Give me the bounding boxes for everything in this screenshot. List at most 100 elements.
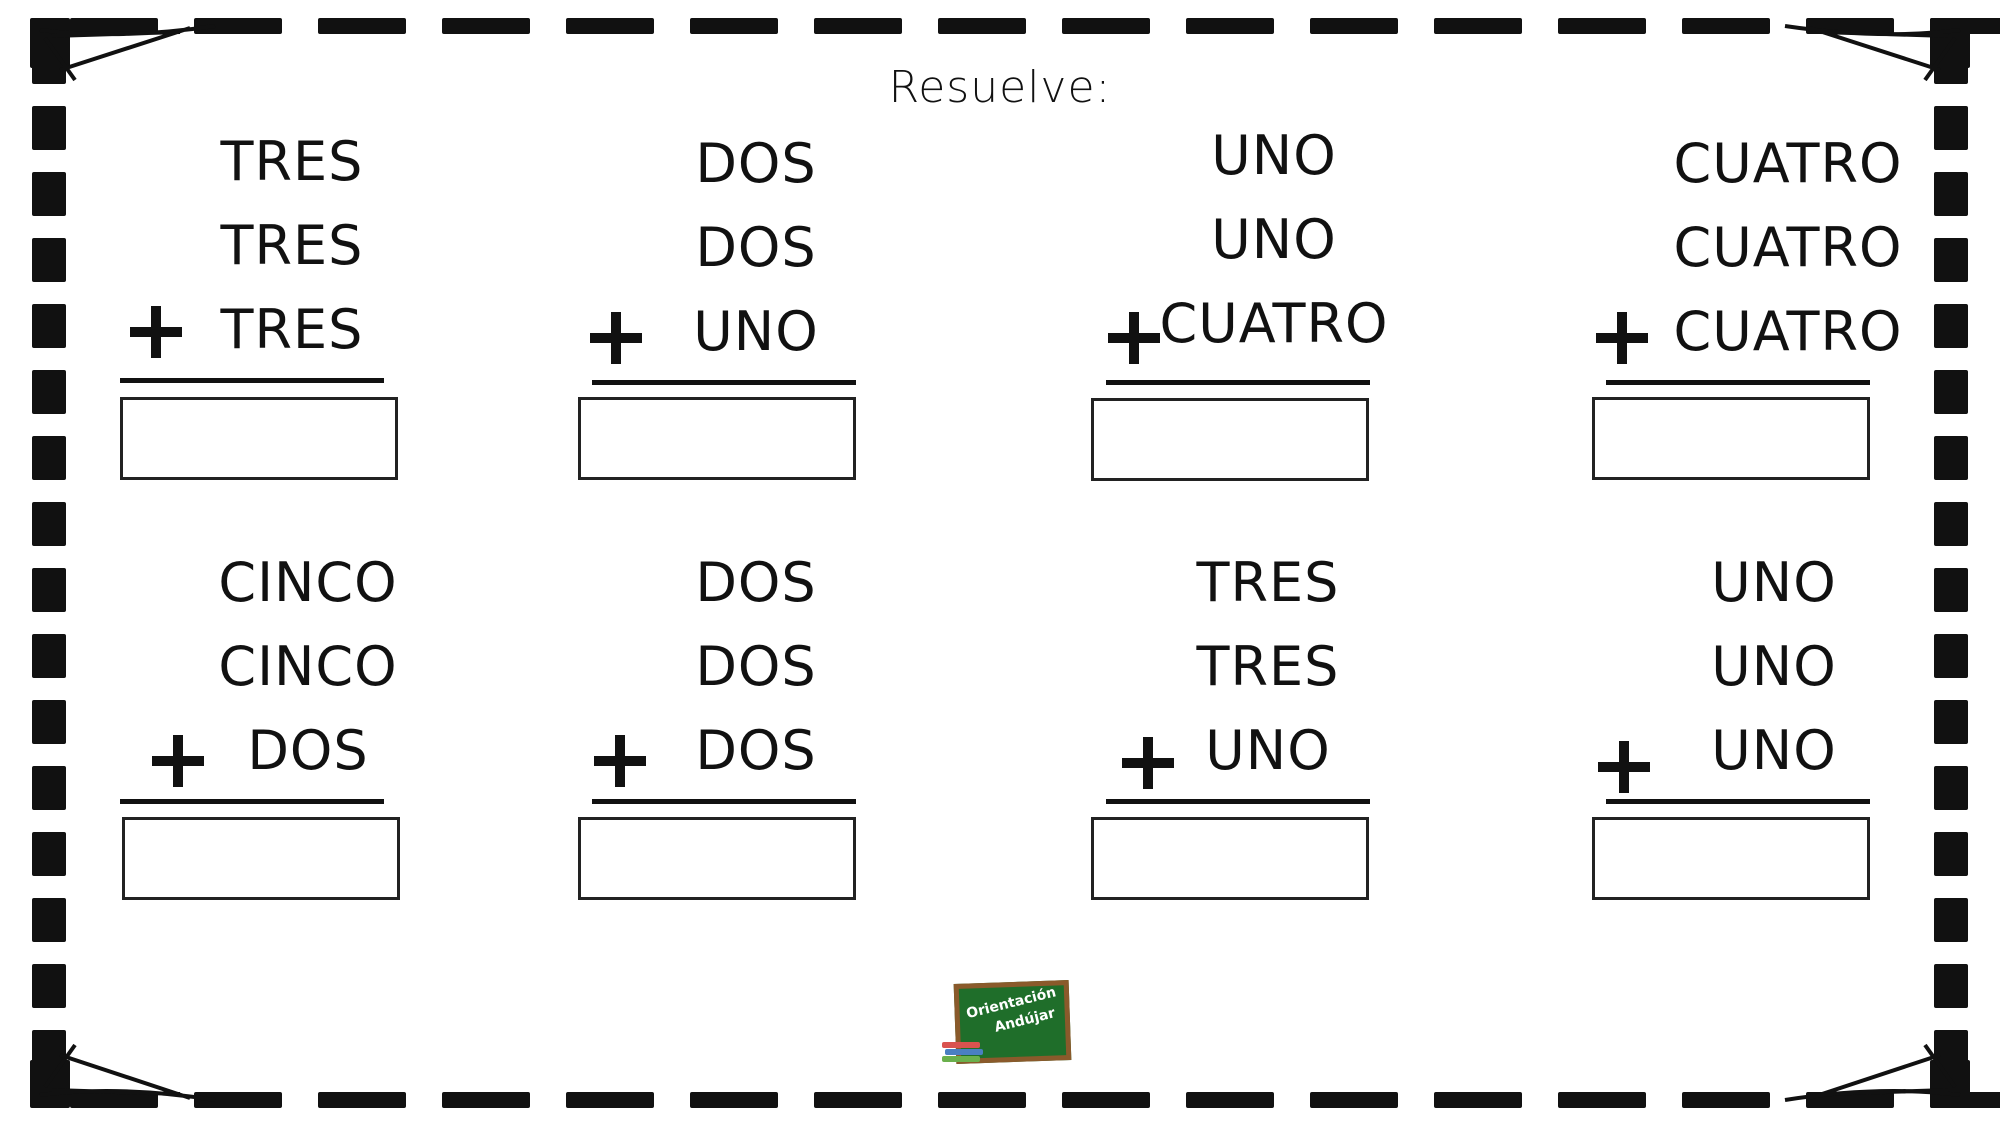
plus-sign-icon — [130, 304, 186, 360]
border-dash — [32, 106, 66, 150]
border-dash — [1934, 172, 1968, 216]
addend-3: CUATRO — [1673, 300, 1903, 363]
border-dash — [1310, 1092, 1398, 1108]
sum-rule-line — [120, 378, 384, 383]
answer-box[interactable] — [578, 817, 856, 900]
sum-rule-line — [1106, 799, 1370, 804]
answer-box[interactable] — [1091, 817, 1369, 900]
addend-1: DOS — [695, 132, 817, 195]
sum-rule-line — [1106, 380, 1370, 385]
border-dash — [32, 436, 66, 480]
border-dash — [1934, 766, 1968, 810]
border-dash — [1934, 898, 1968, 942]
border-dash — [32, 238, 66, 282]
border-dash — [814, 1092, 902, 1108]
border-dash — [32, 700, 66, 744]
border-dash — [1934, 304, 1968, 348]
addend-2: TRES — [1196, 635, 1340, 698]
border-dash — [32, 964, 66, 1008]
addend-1: TRES — [1196, 551, 1340, 614]
worksheet-title: Resuelve: — [888, 62, 1112, 113]
border-dash — [32, 172, 66, 216]
addend-3: TRES — [220, 298, 364, 361]
border-dash — [1934, 370, 1968, 414]
addend-3: UNO — [1711, 719, 1837, 782]
addend-3: UNO — [1205, 719, 1331, 782]
border-dash — [1558, 18, 1646, 34]
border-dash — [1558, 1092, 1646, 1108]
plus-sign-icon — [594, 733, 650, 789]
addition-problem-3: UNO UNO CUATRO — [1082, 126, 1502, 486]
border-dash — [566, 18, 654, 34]
sum-rule-line — [1606, 380, 1870, 385]
border-dash — [30, 1060, 70, 1108]
addition-problem-4: CUATRO CUATRO CUATRO — [1582, 134, 2000, 494]
addend-1: CUATRO — [1673, 132, 1903, 195]
border-dash — [1934, 700, 1968, 744]
sum-rule-line — [1606, 799, 1870, 804]
sum-rule-line — [592, 799, 856, 804]
border-dash — [32, 766, 66, 810]
border-dash — [1062, 18, 1150, 34]
answer-box[interactable] — [578, 397, 856, 480]
border-dash — [1930, 1060, 1970, 1108]
border-dash — [32, 304, 66, 348]
border-dash — [1934, 964, 1968, 1008]
logo-text: Orientación Andújar — [960, 981, 1067, 1044]
plus-sign-icon — [1598, 739, 1654, 795]
border-dash — [32, 568, 66, 612]
border-dash — [1434, 1092, 1522, 1108]
border-dash — [194, 18, 282, 34]
answer-box[interactable] — [1592, 817, 1870, 900]
border-dash — [1934, 106, 1968, 150]
addend-1: UNO — [1711, 551, 1837, 614]
border-dash — [442, 18, 530, 34]
plus-sign-icon — [152, 733, 208, 789]
addend-2: TRES — [220, 214, 364, 277]
border-dash — [1934, 238, 1968, 282]
border-dash — [1062, 1092, 1150, 1108]
border-dash — [1310, 18, 1398, 34]
border-dash — [1186, 1092, 1274, 1108]
addition-problem-5: CINCO CINCO DOS — [110, 553, 530, 913]
border-dash — [1934, 832, 1968, 876]
border-dash — [32, 832, 66, 876]
addend-2: UNO — [1711, 635, 1837, 698]
border-dash — [1934, 502, 1968, 546]
border-dash — [814, 18, 902, 34]
border-dash — [32, 370, 66, 414]
border-dash — [690, 1092, 778, 1108]
addend-2: CINCO — [218, 635, 398, 698]
addition-problem-8: UNO UNO UNO — [1582, 553, 2000, 913]
border-dash — [566, 1092, 654, 1108]
border-dash — [318, 18, 406, 34]
border-dash — [938, 1092, 1026, 1108]
border-dash — [32, 898, 66, 942]
plus-sign-icon — [1122, 735, 1178, 791]
addition-problem-2: DOS DOS UNO — [568, 134, 988, 494]
border-dash — [1682, 18, 1770, 34]
border-dash — [70, 18, 158, 34]
sum-rule-line — [120, 799, 384, 804]
answer-box[interactable] — [120, 397, 398, 480]
border-dash — [690, 18, 778, 34]
border-dash — [194, 1092, 282, 1108]
plus-sign-icon — [1596, 310, 1652, 366]
answer-box[interactable] — [122, 817, 400, 900]
addend-1: UNO — [1211, 124, 1337, 187]
border-dash — [1934, 568, 1968, 612]
sum-rule-line — [592, 380, 856, 385]
border-dash — [442, 1092, 530, 1108]
addition-problem-6: DOS DOS DOS — [568, 553, 988, 913]
plus-sign-icon — [590, 310, 646, 366]
addend-3: CUATRO — [1159, 292, 1389, 355]
border-dash — [1434, 18, 1522, 34]
addend-2: DOS — [695, 216, 817, 279]
addend-3: DOS — [695, 719, 817, 782]
answer-box[interactable] — [1091, 398, 1369, 481]
border-dash — [1186, 18, 1274, 34]
border-dash — [1682, 1092, 1770, 1108]
border-dash — [1934, 634, 1968, 678]
answer-box[interactable] — [1592, 397, 1870, 480]
